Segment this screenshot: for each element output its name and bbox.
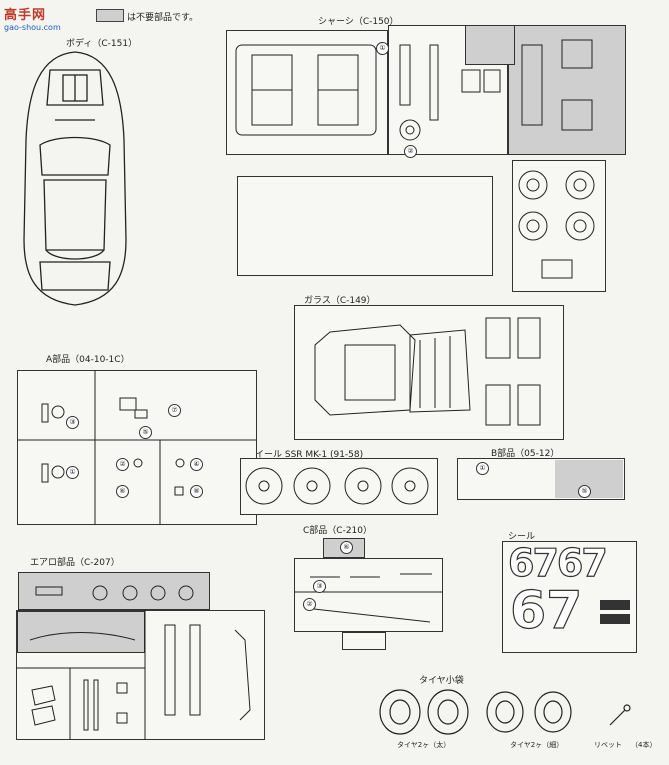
- part-number: ②: [404, 145, 417, 158]
- glass-section-label: ガラス（C-149）: [304, 296, 376, 306]
- chassis-unused-parts: [508, 25, 626, 155]
- body-section-label: ボディ（C-151）: [66, 39, 138, 49]
- part-number: ⑥: [116, 485, 129, 498]
- unused-legend-text: は不要部品です。: [127, 13, 199, 23]
- a-parts-sprue: [17, 370, 257, 525]
- rivet-label: リベット: [594, 741, 622, 749]
- seal-section-label: シール: [508, 532, 536, 542]
- tire-thick-label: タイヤ2ヶ（太）: [397, 741, 451, 749]
- c-parts-sprue: [294, 558, 443, 632]
- wheel-section-label: ホイール SSR MK-1 (91-58): [246, 450, 364, 460]
- tire-thin-label: タイヤ2ヶ（細）: [510, 741, 564, 749]
- wheels-sprue: [512, 160, 606, 292]
- part-number: ①: [66, 466, 79, 479]
- part-number: ⑦: [168, 404, 181, 417]
- decal-logo-1: [600, 600, 630, 610]
- tire-bag-section-label: タイヤ小袋: [419, 676, 464, 686]
- aero-section-label: エアロ部品（C-207）: [30, 558, 120, 568]
- part-number: ①: [376, 42, 389, 55]
- chassis-underbody-sprue: [237, 176, 493, 276]
- c-parts-bottom: [342, 632, 386, 650]
- a-parts-section-label: A部品（04-10-1C）: [46, 355, 130, 365]
- part-number: ⑥: [340, 541, 353, 554]
- b-parts-section-label: B部品（05-12）: [491, 449, 560, 459]
- part-number: ③: [313, 580, 326, 593]
- chassis-section-label: シャーシ（C-150）: [318, 17, 399, 27]
- watermark-url: gao-shou.com: [4, 23, 61, 32]
- chassis-unused-top: [465, 25, 515, 65]
- part-number: ②: [303, 598, 316, 611]
- part-number: ①: [476, 462, 489, 475]
- part-number: ②: [116, 458, 129, 471]
- decal-number-bottom: 67: [509, 581, 583, 641]
- part-number: ④: [190, 458, 203, 471]
- chassis-sprue: [226, 30, 388, 155]
- unused-legend-swatch: [96, 9, 124, 22]
- part-number: ⑧: [190, 485, 203, 498]
- part-number: ⑤: [578, 485, 591, 498]
- wheel-sprue: [240, 458, 438, 515]
- part-number: ⑤: [139, 426, 152, 439]
- decal-number-top: 6767: [507, 541, 608, 585]
- c-parts-section-label: C部品（C-210）: [303, 526, 372, 536]
- decal-logo-2: [600, 614, 630, 624]
- watermark-logo: 高手网: [4, 8, 47, 23]
- aero-mid-unused: [17, 611, 145, 653]
- glass-sprue: [294, 305, 564, 440]
- decal-sheet: [502, 541, 637, 653]
- aero-top-unused: [18, 572, 210, 610]
- rivet-count: （4本）: [631, 741, 657, 749]
- watermark: 高手网 gao-shou.com: [4, 4, 61, 32]
- part-number: ③: [66, 416, 79, 429]
